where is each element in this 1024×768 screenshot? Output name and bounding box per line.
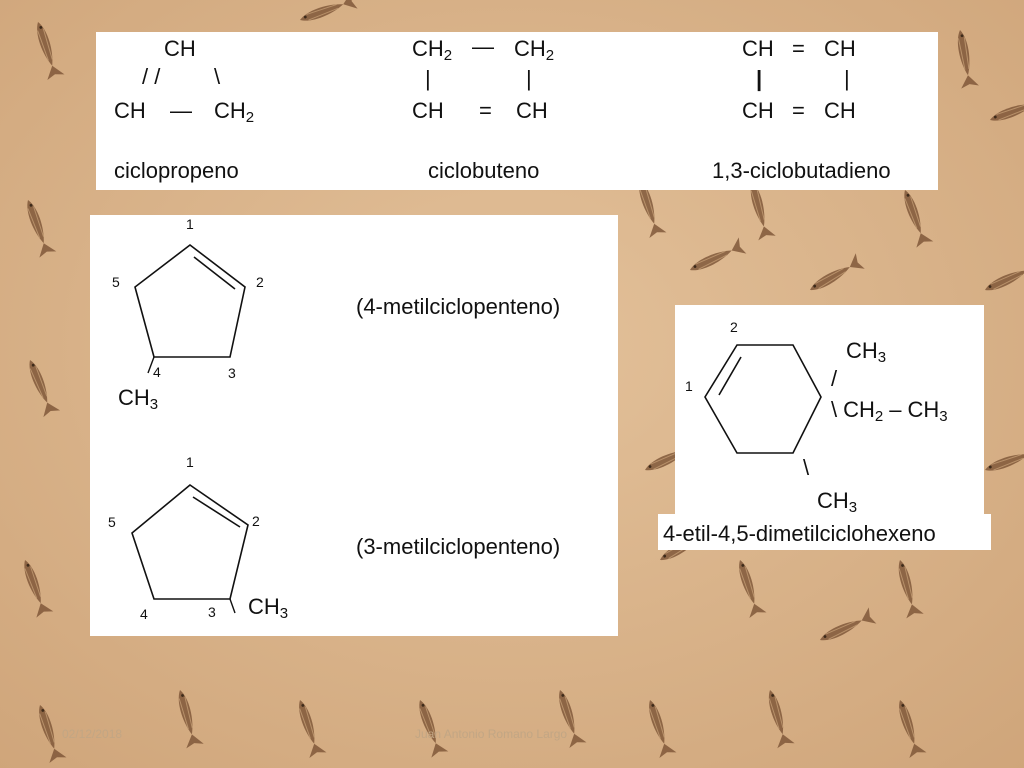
cbd-bottom-left-ch: CH xyxy=(742,98,774,123)
cyclopentene-panel: 1 2 3 4 5 CH3 (4-metilciclopenteno) 1 2 … xyxy=(90,215,618,636)
cyclohexene-double-bond-line xyxy=(718,356,742,396)
cbd-left-bond: | xyxy=(756,66,762,91)
4-metilciclopenteno-structure: 1 2 3 4 5 CH3 (4-metilciclopenteno) xyxy=(112,216,560,413)
cbd-top-left-ch: CH xyxy=(742,36,774,61)
methyl-bond-2 xyxy=(229,598,236,614)
bond-down: \ xyxy=(803,455,810,480)
cbd-top-bond: = xyxy=(792,36,805,61)
bond-up: / xyxy=(831,366,838,391)
cyclopentene-ring-2 xyxy=(131,483,249,600)
cbd-right-bond: | xyxy=(844,66,850,91)
cbd-bottom-right-ch: CH xyxy=(824,98,856,123)
cb-right-bond: | xyxy=(526,66,532,91)
double-bond-line-1 xyxy=(193,256,236,290)
cb-left-bond: | xyxy=(425,66,431,91)
ciclobutadieno-name: 1,3-ciclobutadieno xyxy=(712,158,891,183)
4-metilciclopenteno-name: (4-metilciclopenteno) xyxy=(356,294,560,319)
hexene-label-1: 1 xyxy=(685,378,693,394)
ciclopropeno-formula: CH / / \ CH — CH2 ciclopropeno xyxy=(114,36,254,183)
cyclohexene-name-box: 4-etil-4,5-dimetilciclohexeno xyxy=(658,514,991,550)
cb-bottom-right-ch: CH xyxy=(516,98,548,123)
methyl-bond-1 xyxy=(147,356,155,374)
cycloalkene-formulas: CH / / \ CH — CH2 ciclopropeno CH2 — CH2… xyxy=(114,34,891,183)
cp-top-ch: CH xyxy=(164,36,196,61)
footer-author: Juan Antonio Romano Largo xyxy=(415,727,568,741)
ring1-label-5: 5 xyxy=(112,274,120,290)
ring2-label-3: 3 xyxy=(208,604,216,620)
methyl-group-2: CH3 xyxy=(248,594,288,622)
cbd-bottom-bond: = xyxy=(792,98,805,123)
ciclobutadieno-formula: CH = CH | | CH = CH 1,3-ciclobutadieno xyxy=(712,36,891,183)
cb-top-bond: — xyxy=(472,34,494,59)
cyclohexene-ring xyxy=(704,344,822,454)
ring1-label-4: 4 xyxy=(153,364,161,380)
ring1-label-3: 3 xyxy=(228,365,236,381)
cyclopentene-structures: 1 2 3 4 5 CH3 (4-metilciclopenteno) 1 2 … xyxy=(108,216,560,622)
3-metilciclopenteno-structure: 1 2 3 4 5 CH3 (3-metilciclopenteno) xyxy=(108,454,560,622)
ring2-label-5: 5 xyxy=(108,514,116,530)
ciclobuteno-name: ciclobuteno xyxy=(428,158,539,183)
cp-right-bond: \ xyxy=(214,64,221,89)
cb-top-right-ch2: CH2 xyxy=(514,36,554,64)
ciclobuteno-formula: CH2 — CH2 | | CH = CH ciclobuteno xyxy=(412,34,554,183)
cp-double-bond: / / xyxy=(142,64,161,89)
cbd-top-right-ch: CH xyxy=(824,36,856,61)
cp-bottom-left-ch: CH xyxy=(114,98,146,123)
methyl-top: CH3 xyxy=(846,338,886,366)
cyclohexene-name-svg: 4-etil-4,5-dimetilciclohexeno xyxy=(663,521,936,546)
cyclohexene-panel: 2 1 CH3 / \CH2–CH3 \ CH3 xyxy=(675,305,984,515)
methyl-bottom: CH3 xyxy=(817,488,857,515)
hexene-label-2: 2 xyxy=(730,319,738,335)
cb-bottom-left-ch: CH xyxy=(412,98,444,123)
ring2-label-4: 4 xyxy=(140,606,148,622)
top-formula-panel: CH / / \ CH — CH2 ciclopropeno CH2 — CH2… xyxy=(96,32,938,190)
ring2-label-2: 2 xyxy=(252,513,260,529)
cyclohexene-structure: 2 1 CH3 / \CH2–CH3 \ CH3 xyxy=(685,319,948,515)
ring2-label-1: 1 xyxy=(186,454,194,470)
ethyl-group: \CH2–CH3 xyxy=(831,397,948,425)
cyclohexene-name: 4-etil-4,5-dimetilciclohexeno xyxy=(663,521,936,546)
ring1-label-1: 1 xyxy=(186,216,194,232)
3-metilciclopenteno-name: (3-metilciclopenteno) xyxy=(356,534,560,559)
cp-bottom-bond: — xyxy=(170,98,192,123)
methyl-group-1: CH3 xyxy=(118,385,158,413)
cp-bottom-right-ch2: CH2 xyxy=(214,98,254,126)
cyclopentene-ring-1 xyxy=(134,243,246,358)
cb-bottom-bond: = xyxy=(479,98,492,123)
ciclopropeno-name: ciclopropeno xyxy=(114,158,239,183)
ring1-label-2: 2 xyxy=(256,274,264,290)
double-bond-line-2 xyxy=(192,496,241,528)
cb-top-left-ch2: CH2 xyxy=(412,36,452,64)
footer-date: 02/12/2018 xyxy=(62,727,123,741)
